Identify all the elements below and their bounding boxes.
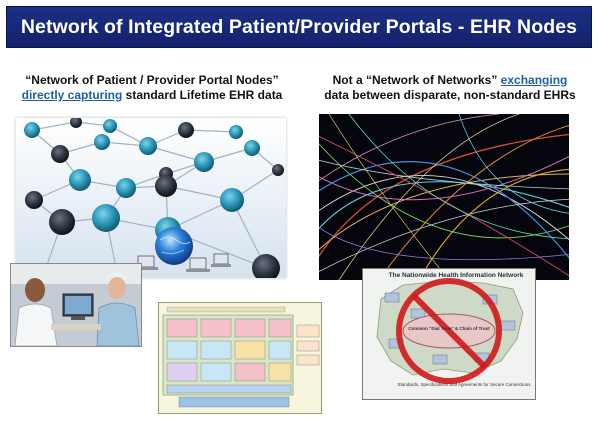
laptop-icon bbox=[134, 253, 231, 272]
doctor-patient-photo bbox=[10, 263, 142, 347]
left-caption-line1: “Network of Patient / Provider Portal No… bbox=[25, 73, 279, 87]
left-caption-rest: standard Lifetime EHR data bbox=[122, 88, 283, 102]
prohibition-icon bbox=[396, 278, 502, 384]
network-of-networks-image bbox=[319, 114, 569, 280]
slide-title: Network of Integrated Patient/Provider P… bbox=[20, 15, 578, 38]
globe-icon bbox=[155, 227, 193, 265]
directly-capturing-link[interactable]: directly capturing bbox=[21, 88, 123, 102]
portal-architecture-diagram bbox=[158, 302, 322, 414]
left-caption: “Network of Patient / Provider Portal No… bbox=[18, 73, 286, 103]
map-center-label: Common “Dial Tone” & Chain of Trust bbox=[408, 326, 490, 331]
right-caption: Not a “Network of Networks” exchanging d… bbox=[310, 73, 590, 103]
title-bar: Network of Integrated Patient/Provider P… bbox=[6, 6, 592, 48]
exchanging-link[interactable]: exchanging bbox=[500, 73, 568, 87]
right-caption-line2: data between disparate, non-standard EHR… bbox=[324, 88, 576, 102]
nhin-network-map: The Nationwide Health Information Networ… bbox=[362, 268, 536, 400]
map-footer: Standards, Specifications and Agreements… bbox=[397, 382, 531, 387]
network-nodes-image bbox=[16, 118, 286, 278]
map-title: The Nationwide Health Information Networ… bbox=[388, 272, 524, 279]
right-caption-prefix: Not a “Network of Networks” bbox=[332, 73, 501, 87]
